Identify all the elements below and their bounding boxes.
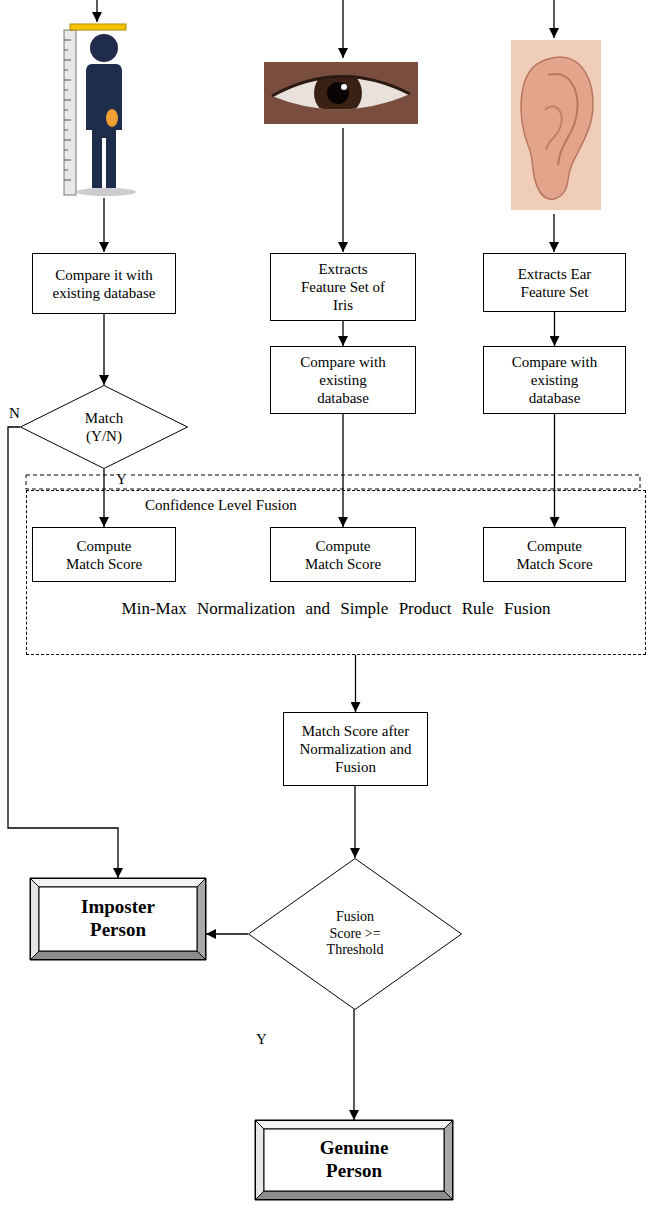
bevel-frame bbox=[444, 1120, 453, 1200]
node-text: Compare with existing database bbox=[511, 353, 599, 407]
bevel-frame bbox=[30, 878, 206, 887]
input-arrows bbox=[553, 0, 554, 38]
node-text: Compute Match Score bbox=[511, 537, 599, 573]
bevel-frame bbox=[255, 1120, 453, 1129]
node-text: Extracts Feature Set of Iris bbox=[299, 260, 387, 314]
edge-label-holder: Y bbox=[254, 1031, 269, 1048]
height-figure bbox=[64, 24, 136, 196]
terminal-box: Imposter Person bbox=[30, 878, 206, 960]
process-box: Compare with existing database bbox=[270, 346, 416, 414]
node-text: Match Score after Normalization and Fusi… bbox=[294, 722, 418, 776]
height-figure bbox=[76, 188, 136, 196]
node-text: Imposter Person bbox=[63, 896, 173, 942]
height-figure bbox=[64, 30, 76, 195]
bevel-face bbox=[39, 887, 197, 951]
process-box: Compare it with existing database bbox=[32, 253, 176, 314]
branch-label: Y bbox=[114, 471, 129, 488]
node-text: Genuine Person bbox=[294, 1137, 414, 1183]
bevel-frame bbox=[256, 1121, 453, 1200]
input-arrows bbox=[342, 0, 343, 58]
process-box: Match Score after Normalization and Fusi… bbox=[283, 712, 428, 786]
height-figure bbox=[90, 34, 118, 62]
ear-photo bbox=[511, 40, 601, 210]
input-arrows bbox=[97, 0, 554, 252]
bevel-frame bbox=[30, 878, 39, 960]
flow-arrow bbox=[103, 469, 104, 527]
flow-arrow bbox=[554, 414, 555, 527]
node-text: Compare with existing database bbox=[299, 353, 387, 407]
eye-photo bbox=[264, 62, 418, 124]
node-text: Compute Match Score bbox=[60, 537, 148, 573]
height-figure bbox=[86, 64, 122, 188]
diamond-outline bbox=[21, 386, 188, 469]
height-figure bbox=[106, 109, 118, 127]
eye-photo bbox=[264, 62, 418, 124]
process-box: Extracts Ear Feature Set bbox=[483, 253, 626, 312]
edge-label-holder: N bbox=[7, 405, 22, 422]
flow-arrow bbox=[342, 414, 343, 527]
edge-label-holder: Y bbox=[114, 471, 129, 488]
input-arrows bbox=[96, 0, 97, 22]
node-text: Compute Match Score bbox=[299, 537, 387, 573]
decision-diamond: Fusion Score >= Threshold bbox=[248, 858, 462, 1010]
flow-arrow bbox=[353, 1009, 354, 1120]
eye-photo bbox=[327, 82, 349, 104]
flow-arrow bbox=[342, 321, 343, 346]
terminal-box: Genuine Person bbox=[255, 1120, 453, 1200]
decision-diamond: Match (Y/N) bbox=[20, 385, 188, 469]
bevel-face bbox=[264, 1129, 444, 1191]
flow-arrow bbox=[554, 312, 555, 346]
band-heading: Confidence Level Fusion bbox=[145, 497, 297, 514]
flow-arrow bbox=[354, 786, 355, 858]
process-box: Compare with existing database bbox=[483, 346, 626, 414]
height-figure bbox=[70, 24, 126, 30]
flow-arrow bbox=[206, 933, 248, 934]
bevel-frame bbox=[30, 951, 206, 960]
eye-photo bbox=[272, 76, 410, 96]
bevel-frame bbox=[197, 878, 206, 960]
flow-arrow bbox=[8, 427, 118, 878]
branch-label: N bbox=[7, 405, 22, 422]
fusion-band: Confidence Level FusionMin-Max Normaliza… bbox=[26, 490, 646, 655]
diamond-outline bbox=[20, 385, 188, 469]
process-box: Extracts Feature Set of Iris bbox=[270, 253, 416, 321]
input-arrows bbox=[103, 198, 104, 252]
bevel-frame bbox=[255, 1191, 453, 1200]
node-text: Extracts Ear Feature Set bbox=[511, 265, 599, 301]
ear-photo bbox=[511, 40, 601, 210]
eye-photo bbox=[341, 84, 347, 90]
input-arrows bbox=[553, 214, 554, 252]
bevel-frame bbox=[31, 879, 206, 960]
node-text: Fusion Score >= Threshold bbox=[320, 909, 390, 959]
ear-photo bbox=[521, 57, 593, 199]
input-arrows bbox=[342, 128, 343, 252]
process-box: Compute Match Score bbox=[483, 527, 626, 582]
height-figure bbox=[64, 40, 71, 180]
node-text: Compare it with existing database bbox=[52, 266, 156, 302]
process-box: Compute Match Score bbox=[270, 527, 416, 582]
band-note: Min-Max Normalization and Simple Product… bbox=[27, 599, 645, 619]
process-box: Compute Match Score bbox=[32, 527, 176, 582]
flow-arrow bbox=[103, 314, 104, 385]
branch-label: Y bbox=[254, 1031, 269, 1048]
diamond-outline bbox=[249, 859, 462, 1010]
node-text: Match (Y/N) bbox=[79, 409, 129, 445]
flow-arrow bbox=[355, 655, 356, 712]
ear-photo bbox=[545, 106, 562, 150]
bevel-frame bbox=[255, 1120, 264, 1200]
